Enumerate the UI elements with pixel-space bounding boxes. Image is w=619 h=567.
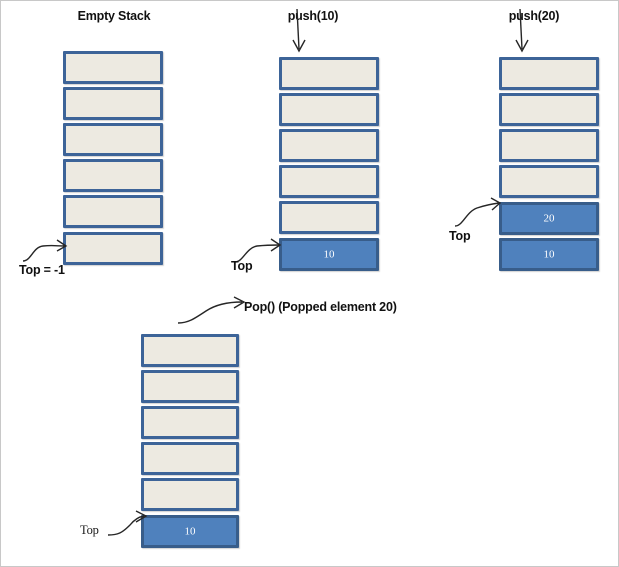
stack-cell [279,201,379,234]
stack-cell [279,57,379,90]
stack-cell [499,129,599,162]
stack-cell [279,93,379,126]
stack-cell [141,370,239,403]
stack-cell-value: 10 [184,525,196,537]
stack-cell-value: 10 [323,248,335,260]
stack-cell [63,232,163,265]
stack-cell-value: 20 [543,212,555,224]
stack-cell [63,195,163,228]
top-pointer-label: Top [231,259,253,273]
stack-cell [63,51,163,84]
stack-cell [499,165,599,198]
stack-cell-filled: 10 [141,515,239,548]
stack-cell [279,129,379,162]
stack-title-push-20: push(20) [508,9,560,23]
stack-cell [499,57,599,90]
stack-cell [63,87,163,120]
pop-callout-arrow-icon [177,296,246,324]
stack-title-empty-stack: Empty Stack [77,9,151,23]
stack-cell-value: 10 [543,248,555,260]
top-pointer-label: Top [80,523,99,537]
stack-cell-filled: 20 [499,202,599,235]
top-pointer-label: Top [449,229,471,243]
stack-cell [499,93,599,126]
stack-title-push-10: push(10) [287,9,339,23]
stack-cell [63,123,163,156]
stack-cell-filled: 10 [279,238,379,271]
stack-cell [141,442,239,475]
stack-cell [279,165,379,198]
stack-cell [63,159,163,192]
stack-cell [141,334,239,367]
stack-cell [141,406,239,439]
top-pointer-arrow-icon [454,197,502,227]
stack-cell [141,478,239,511]
stack-cell-filled: 10 [499,238,599,271]
stack-title-pop: Pop() (Popped element 20) [244,300,397,314]
top-pointer-label: Top = -1 [19,263,65,277]
